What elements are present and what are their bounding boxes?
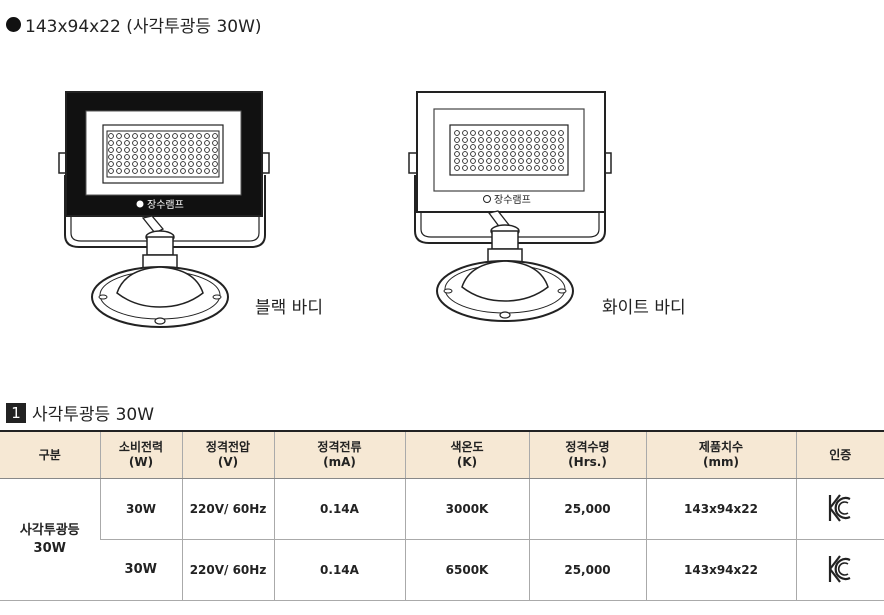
size-cell: 143x94x22 (645, 478, 796, 540)
header-current: 정격전류(mA) (273, 430, 405, 479)
table-row: 30W 220V/ 60Hz 0.14A 6500K 25,000 143x94… (0, 539, 884, 601)
life-cell: 25,000 (528, 478, 646, 540)
header-cert: 인증 (795, 430, 884, 479)
power-cell: 30W (99, 478, 182, 540)
svg-text:장수램프: 장수램프 (147, 199, 184, 211)
voltage-cell: 220V/ 60Hz (181, 539, 274, 601)
power-cell: 30W (100, 539, 182, 601)
white-floodlight-image: 장수램프 (408, 91, 612, 322)
header-life: 정격수명(Hrs.) (528, 430, 646, 479)
spec-table: 구분 소비전력(W) 정격전압(V) 정격전류(mA) 색온도(K) 정격수명(… (0, 430, 884, 601)
header-voltage: 정격전압(V) (181, 430, 274, 479)
bullet-icon (6, 17, 21, 32)
current-cell: 0.14A (273, 539, 405, 601)
life-cell: 25,000 (528, 539, 646, 601)
kc-mark-icon (829, 554, 851, 583)
page-title: 143x94x22 (사각투광등 30W) (6, 12, 262, 37)
white-body-caption: 화이트 바디 (602, 298, 686, 318)
section-number: 1 (6, 402, 26, 423)
voltage-cell: 220V/ 60Hz (181, 478, 274, 540)
table-header-row: 구분 소비전력(W) 정격전압(V) 정격전류(mA) 색온도(K) 정격수명(… (0, 430, 884, 479)
color-temp-cell: 3000K (404, 478, 529, 540)
section-title: 1 사각투광등 30W (6, 400, 154, 425)
header-size: 제품치수(mm) (645, 430, 796, 479)
size-cell: 143x94x22 (645, 539, 796, 601)
svg-text:장수램프: 장수램프 (494, 194, 531, 206)
section-title-text: 사각투광등 30W (32, 405, 155, 425)
current-cell: 0.14A (273, 478, 405, 540)
header-category: 구분 (0, 430, 100, 479)
cert-cell (795, 539, 884, 601)
header-power: 소비전력(W) (99, 430, 182, 479)
kc-mark-icon (829, 493, 851, 522)
header-color-temp: 색온도(K) (404, 430, 529, 479)
color-temp-cell: 6500K (404, 539, 529, 601)
page-title-text: 143x94x22 (사각투광등 30W) (25, 17, 262, 37)
cert-cell (795, 478, 884, 540)
black-floodlight-image: 장수램프 (58, 91, 270, 328)
black-body-caption: 블랙 바디 (255, 298, 323, 318)
